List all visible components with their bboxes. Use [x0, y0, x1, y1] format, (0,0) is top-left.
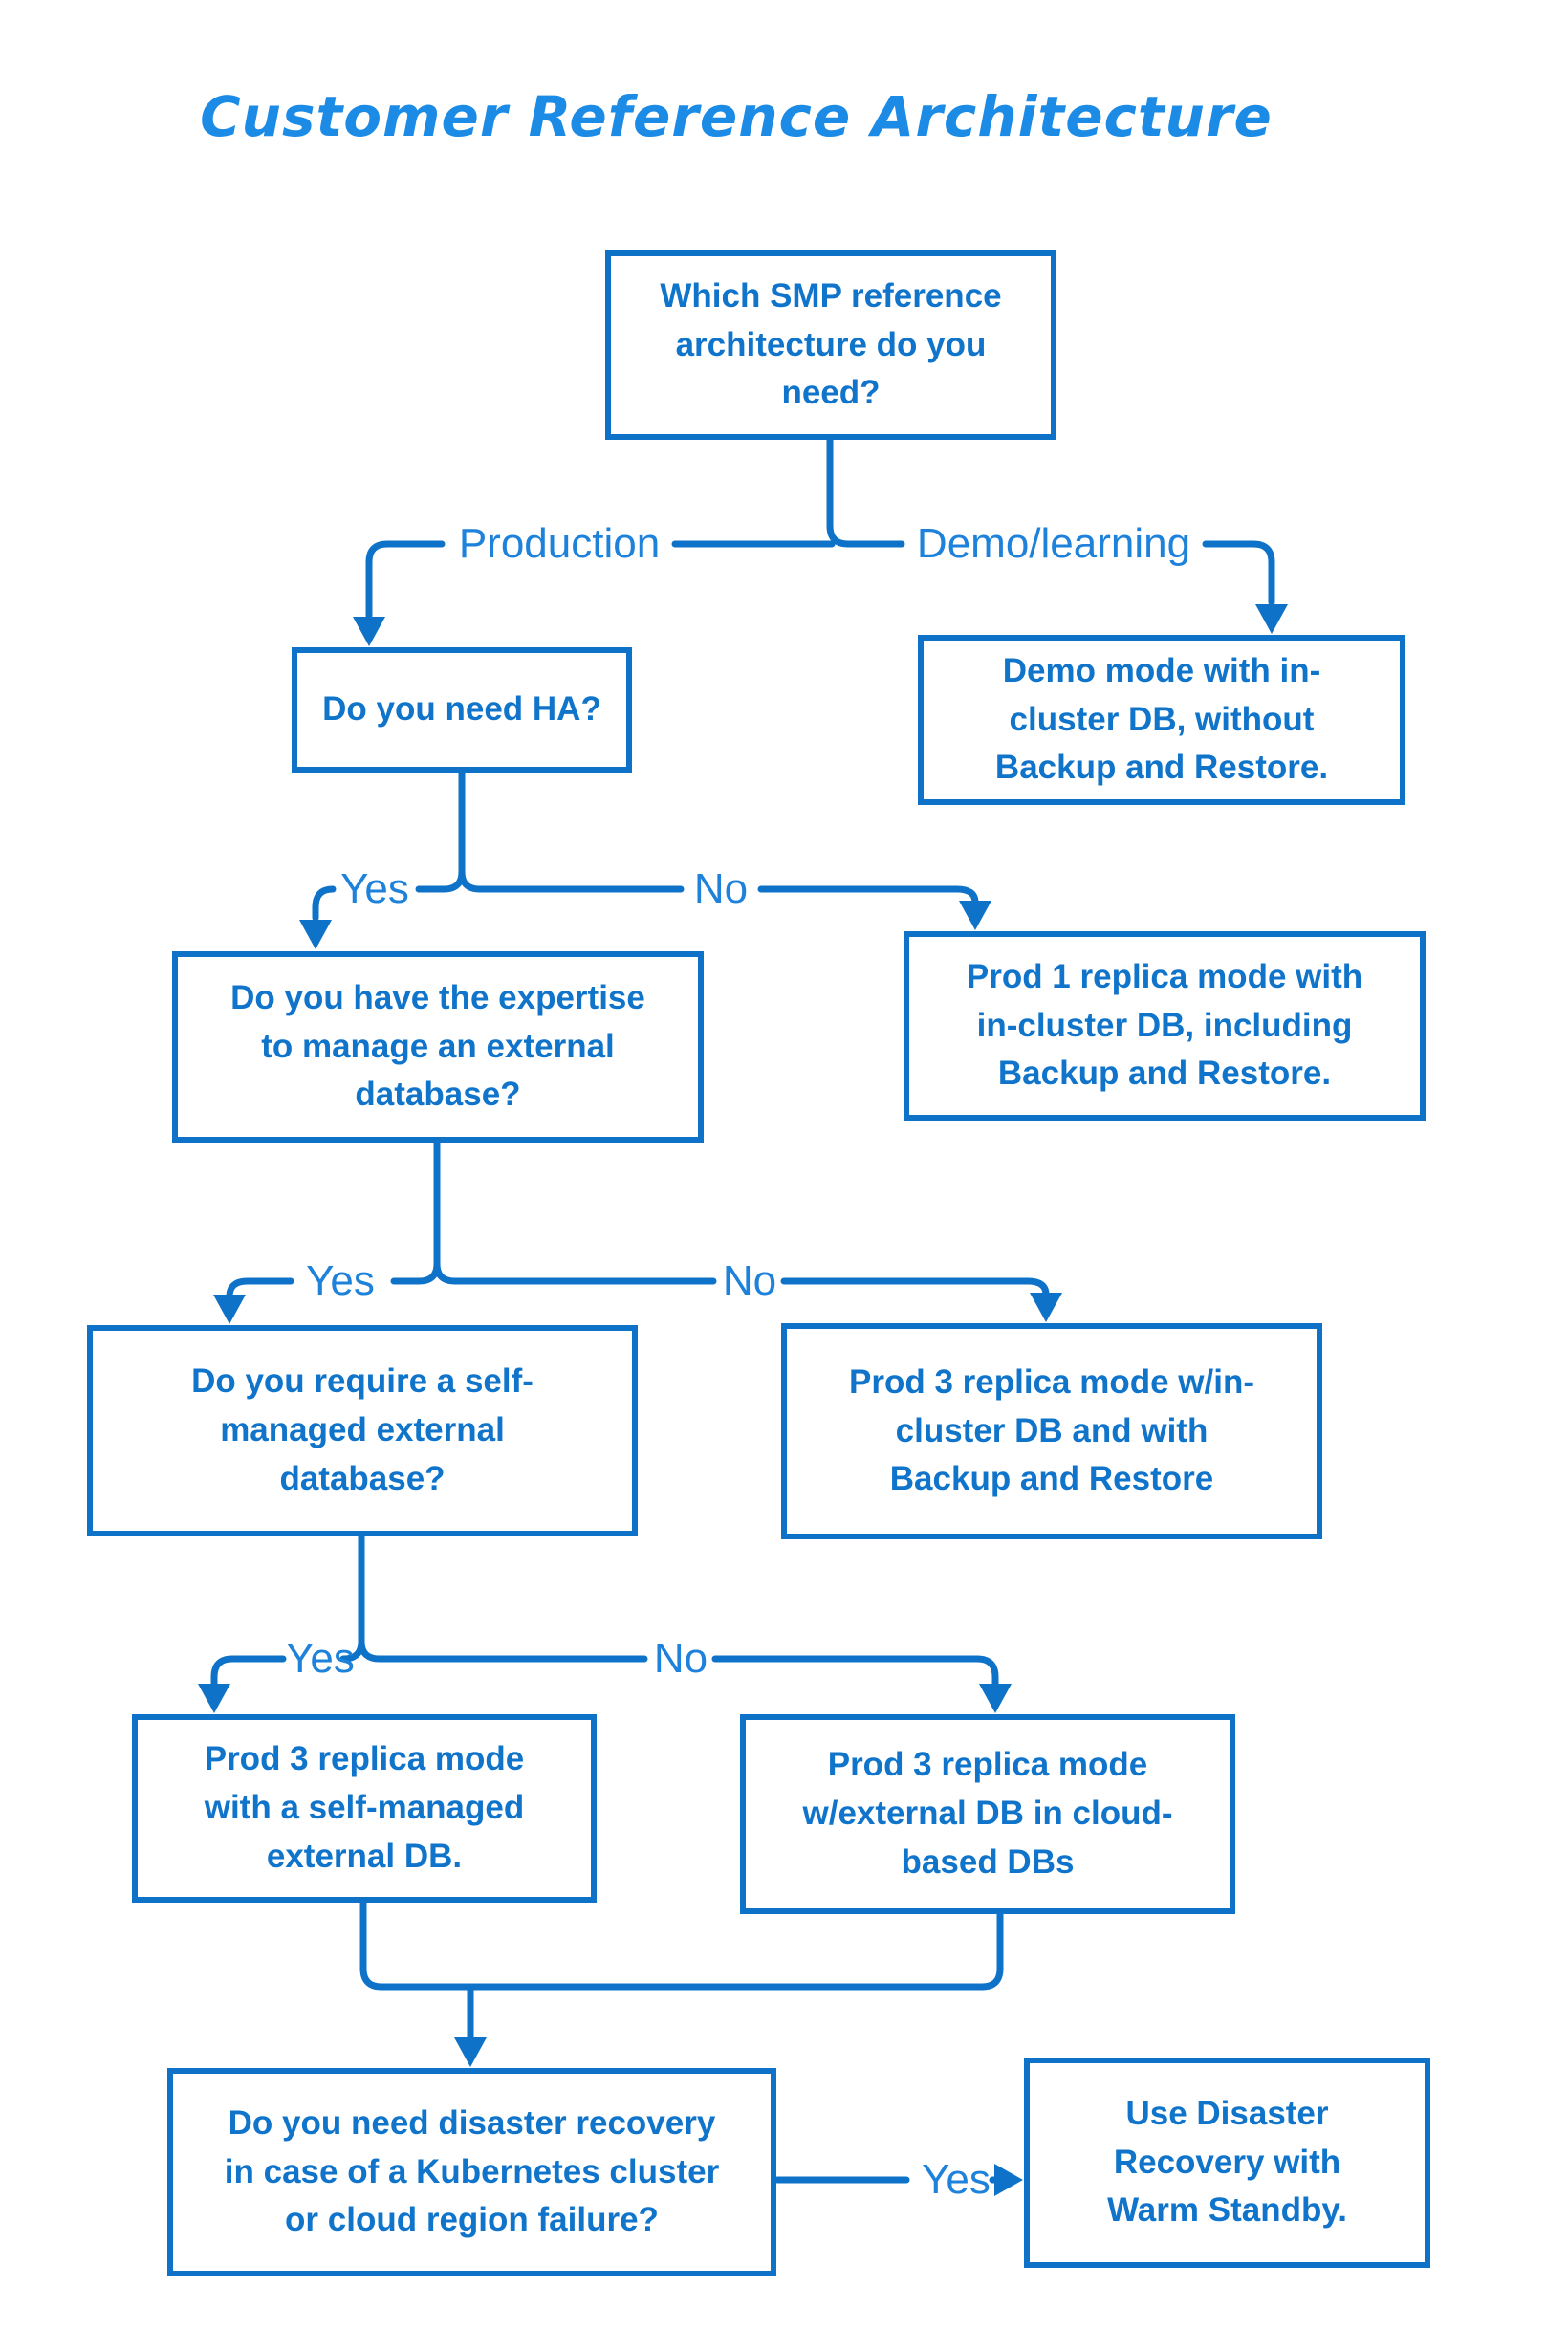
edge-self-right: [358, 1638, 648, 1663]
edge-label-dr-yes: Yes: [922, 2156, 991, 2203]
node-prod1-result: Prod 1 replica mode with in-cluster DB, …: [904, 931, 1426, 1121]
edge-label-self-no: No: [653, 1635, 708, 1682]
edge-demo-tail: [1202, 540, 1275, 606]
node-prod3-self-result: Prod 3 replica mode with a self-managed …: [132, 1714, 597, 1903]
edge-exp-stem-left: [390, 1137, 441, 1285]
arrowhead-production: [353, 617, 385, 646]
edge-label-production: Production: [458, 520, 661, 567]
arrowhead-ha-yes: [299, 920, 332, 949]
node-prod3-incluster-result: Prod 3 replica mode w/in- cluster DB and…: [781, 1323, 1322, 1539]
edge-self-no-tail: [711, 1655, 999, 1688]
edge-label-self-yes: Yes: [286, 1635, 355, 1682]
arrowhead-exp-yes: [213, 1295, 246, 1324]
edge-root-stem: [826, 434, 905, 548]
arrowhead-dr-yes: [994, 2164, 1023, 2196]
edge-exp-no-tail: [780, 1277, 1050, 1298]
node-self-managed-question: Do you require a self- managed external …: [87, 1325, 638, 1536]
node-demo-mode-result: Demo mode with in- cluster DB, without B…: [918, 635, 1405, 805]
arrowhead-exp-no: [1030, 1293, 1062, 1322]
arrowhead-self-yes: [198, 1684, 230, 1713]
edge-label-expertise-no: No: [722, 1257, 777, 1304]
page-title: Customer Reference Architecture: [200, 84, 1273, 149]
node-need-ha-question: Do you need HA?: [292, 647, 632, 773]
arrowhead-ha-no: [959, 901, 991, 930]
edge-self-yes-tail: [210, 1655, 287, 1688]
node-root-question: Which SMP reference architecture do you …: [605, 250, 1056, 440]
edge-exp-yes-tail: [226, 1277, 294, 1300]
node-disaster-question: Do you need disaster recovery in case of…: [167, 2068, 776, 2276]
edge-label-ha-no: No: [693, 865, 749, 912]
node-prod3-cloud-result: Prod 3 replica mode w/external DB in clo…: [740, 1714, 1235, 1914]
arrowhead-merge: [454, 2037, 487, 2067]
edge-production-left: [365, 540, 446, 620]
edge-ha-stem-left: [415, 767, 466, 893]
edge-ha-no-tail: [757, 885, 979, 906]
edge-merge: [359, 1897, 1004, 1991]
edge-exp-right: [433, 1260, 717, 1285]
node-warm-standby-result: Use Disaster Recovery with Warm Standby.: [1024, 2058, 1430, 2268]
node-expertise-question: Do you have the expertise to manage an e…: [172, 951, 704, 1143]
edge-ha-yes-tail: [312, 885, 337, 922]
edge-label-demo-learning: Demo/learning: [916, 520, 1191, 567]
edge-ha-right: [458, 868, 685, 893]
arrowhead-self-no: [979, 1684, 1012, 1713]
edge-label-ha-yes: Yes: [340, 865, 409, 912]
arrowhead-demo: [1255, 604, 1288, 634]
edge-label-expertise-yes: Yes: [306, 1257, 375, 1304]
